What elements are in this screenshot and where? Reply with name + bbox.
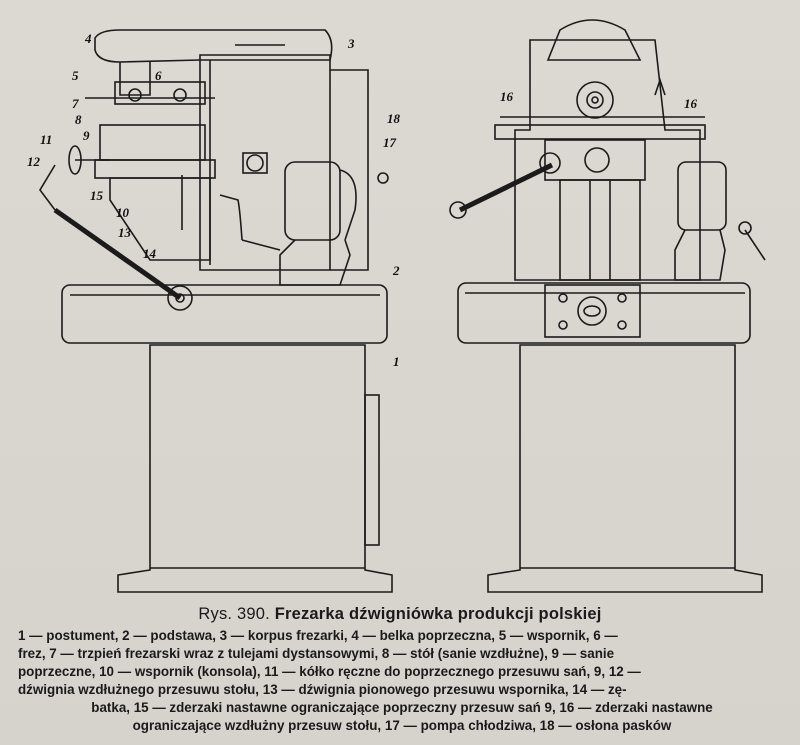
caption-number: Rys. 390.: [198, 605, 270, 623]
callout-12: 12: [27, 154, 41, 169]
callout-18: 18: [387, 111, 401, 126]
knee: [109, 177, 211, 261]
figure-caption: Rys. 390. Frezarka dźwigniówka produkcji…: [0, 605, 800, 624]
callout-10: 10: [116, 205, 130, 220]
caption-title: Frezarka dźwigniówka produkcji polskiej: [274, 605, 602, 623]
pump-left: [284, 161, 341, 241]
callout-9: 9: [83, 128, 90, 143]
callout-14: 14: [143, 246, 157, 261]
figure-legend: 1 — postument, 2 — podstawa, 3 — korpus …: [18, 627, 786, 735]
legend-line: dźwignia wzdłużnego przesuwu stołu, 13 —…: [18, 682, 627, 697]
callout-1: 1: [393, 354, 400, 369]
callout-11: 11: [40, 132, 52, 147]
callout-15: 15: [90, 188, 104, 203]
legend-line: 1 — postument, 2 — podstawa, 3 — korpus …: [18, 628, 618, 643]
base-right: [457, 282, 751, 344]
body-right: [514, 39, 701, 281]
callout-6: 6: [155, 68, 162, 83]
table-right: [494, 124, 706, 140]
callout-3: 3: [347, 36, 355, 51]
callout-13: 13: [118, 225, 132, 240]
legend-line: ograniczające wzdłużny przesuw stołu, 17…: [132, 718, 672, 733]
callout-16: 16: [500, 89, 514, 104]
callout-8: 8: [75, 112, 82, 127]
callout-2: 2: [392, 263, 400, 278]
pump-right: [677, 161, 727, 231]
legend-line: poprzeczne, 10 — wspornik (konsola), 11 …: [18, 664, 641, 679]
callout-7: 7: [72, 96, 79, 111]
pedestal-left: [117, 344, 393, 593]
milling-machine-drawing: 4 5 6 7 8 9 11 12 15 10 13 14 3 18 17 2 …: [27, 19, 766, 593]
callout-17: 17: [383, 135, 397, 150]
overarm: [94, 29, 333, 63]
callout-5: 5: [72, 68, 79, 83]
callout-labels: 4 5 6 7 8 9 11 12 15 10 13 14 3 18 17 2 …: [27, 31, 698, 369]
legend-line: frez, 7 — trzpień frezarski wraz z tulej…: [18, 646, 615, 661]
pedestal-right: [487, 344, 763, 593]
base-left: [61, 284, 388, 344]
callout-16: 16: [684, 96, 698, 111]
legend-line: batka, 15 — zderzaki nastawne ograniczaj…: [91, 700, 713, 715]
callout-4: 4: [84, 31, 92, 46]
